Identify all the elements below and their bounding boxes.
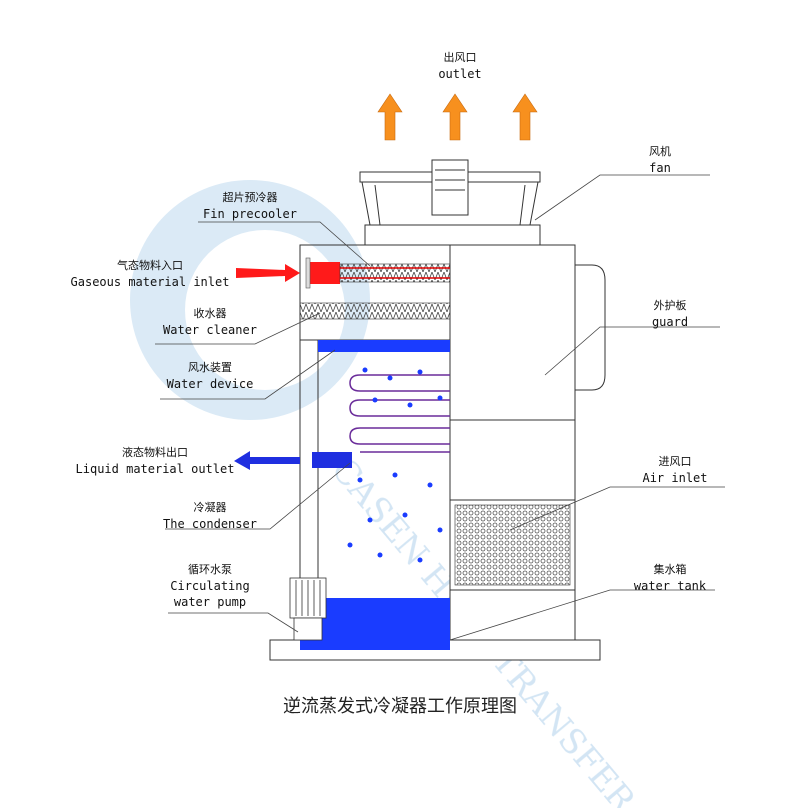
label-en: Air inlet [642,471,708,485]
gaseous-inlet-arrow [236,264,300,282]
label-en: outlet [438,67,482,81]
label-water-device: 风水装置 Water device [155,360,265,392]
label-en: guard [651,315,689,329]
label-fin-precooler: 超片预冷器 Fin precooler [190,190,310,222]
label-fan: 风机 fan [620,144,700,176]
label-en: Water device [166,377,254,391]
water-cleaner [299,302,451,320]
label-zh: 风水装置 [188,361,232,374]
label-gaseous-inlet: 气态物料入口 Gaseous material inlet [70,258,230,290]
liquid-outlet-arrow [234,451,300,470]
label-water-tank: 集水箱 water tank [620,562,720,594]
leader-lines [155,174,725,641]
circulating-pump [289,577,327,641]
label-en: water pump [173,595,247,609]
label-en: Liquid material outlet [75,462,235,476]
water-droplets [347,367,443,563]
diagram-caption: 逆流蒸发式冷凝器工作原理图 [283,696,517,717]
label-en: The condenser [163,517,257,531]
label-outlet: 出风口 outlet [420,50,500,82]
label-en: fan [649,161,671,175]
label-en: Gaseous material inlet [70,275,230,289]
label-zh: 出风口 [443,51,477,64]
air-inlet-mesh [454,504,571,586]
fan-assembly [359,159,541,246]
label-en: Water cleaner [163,323,257,337]
label-zh: 气态物料入口 [117,259,183,272]
label-condenser: 冷凝器 The condenser [155,500,265,532]
label-zh: 进风口 [658,455,692,468]
condenser-coils [349,374,450,453]
label-liquid-outlet: 液态物料出口 Liquid material outlet [70,445,240,477]
label-zh: 外护板 [653,299,687,312]
label-zh: 液态物料出口 [122,446,188,459]
air-outlet-arrows [377,93,538,141]
label-zh: 超片预冷器 [222,191,278,204]
label-zh: 循环水泵 [188,563,232,576]
label-air-inlet: 进风口 Air inlet [625,454,725,486]
label-zh: 风机 [649,145,671,158]
liquid-outlet-header [312,452,352,468]
label-guard: 外护板 guard [625,298,715,330]
label-en: Fin precooler [203,207,297,221]
fin-precooler [305,257,451,289]
label-pump: 循环水泵 Circulating water pump [160,562,260,610]
label-zh: 集水箱 [653,563,687,576]
label-en: Circulating [170,579,250,593]
label-en: water tank [633,579,707,593]
label-water-cleaner: 收水器 Water cleaner [155,306,265,338]
label-zh: 收水器 [193,307,227,320]
water-distributor [318,340,450,352]
label-zh: 冷凝器 [193,501,227,514]
